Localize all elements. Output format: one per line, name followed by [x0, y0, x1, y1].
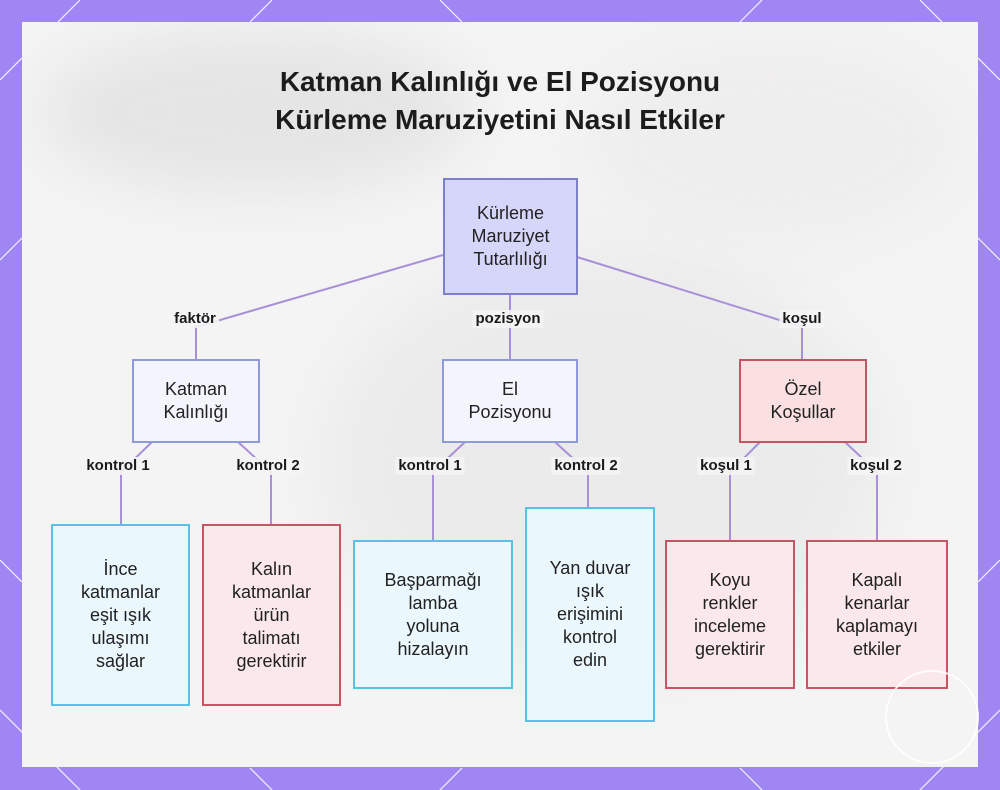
- node-ozel-kosullar: Özel Koşullar: [739, 359, 867, 443]
- edge-katman-kalin: [237, 441, 272, 525]
- edge-root-katman: [195, 254, 444, 360]
- edge-label-kosul-1: koşul 1: [697, 457, 755, 475]
- edge-root-ozel: [576, 256, 803, 360]
- edge-label-kosul: koşul: [779, 310, 825, 328]
- node-kalin-katmanlar: Kalın katmanlar ürün talimatı gerektirir: [202, 524, 341, 706]
- node-basparmagi-hizalayin: Başparmağı lamba yoluna hizalayın: [353, 540, 513, 689]
- edge-label-kontrol-1-el: kontrol 1: [395, 457, 465, 475]
- edge-label-pozisyon: pozisyon: [472, 310, 544, 328]
- node-katman-kalinligi: Katman Kalınlığı: [132, 359, 260, 443]
- edge-label-kontrol-2-katman: kontrol 2: [233, 457, 303, 475]
- title-line-1: Katman Kalınlığı ve El Pozisyonu: [279, 66, 721, 97]
- background-blur-right: [582, 42, 962, 242]
- node-ince-katmanlar: İnce katmanlar eşit ışık ulaşımı sağlar: [51, 524, 190, 706]
- node-el-pozisyonu: El Pozisyonu: [442, 359, 578, 443]
- background-blur-left: [42, 32, 472, 192]
- diagram-title: Katman Kalınlığı ve El Pozisyonu Kürleme…: [0, 63, 1000, 139]
- edge-label-faktor: faktör: [171, 310, 219, 328]
- node-yan-duvar: Yan duvar ışık erişimini kontrol edin: [525, 507, 655, 722]
- node-kurleme-maruziyet: Kürleme Maruziyet Tutarlılığı: [443, 178, 578, 295]
- title-line-2: Kürleme Maruziyetini Nasıl Etkiler: [275, 104, 725, 135]
- node-koyu-renkler: Koyu renkler inceleme gerektirir: [665, 540, 795, 689]
- watermark-circle: [885, 670, 979, 764]
- edge-label-kosul-2: koşul 2: [847, 457, 905, 475]
- edge-label-kontrol-2-el: kontrol 2: [551, 457, 621, 475]
- edge-katman-ince: [120, 441, 153, 525]
- edge-el-yan: [554, 441, 589, 508]
- edge-label-kontrol-1-katman: kontrol 1: [83, 457, 153, 475]
- node-kapali-kenarlar: Kapalı kenarlar kaplamayı etkiler: [806, 540, 948, 689]
